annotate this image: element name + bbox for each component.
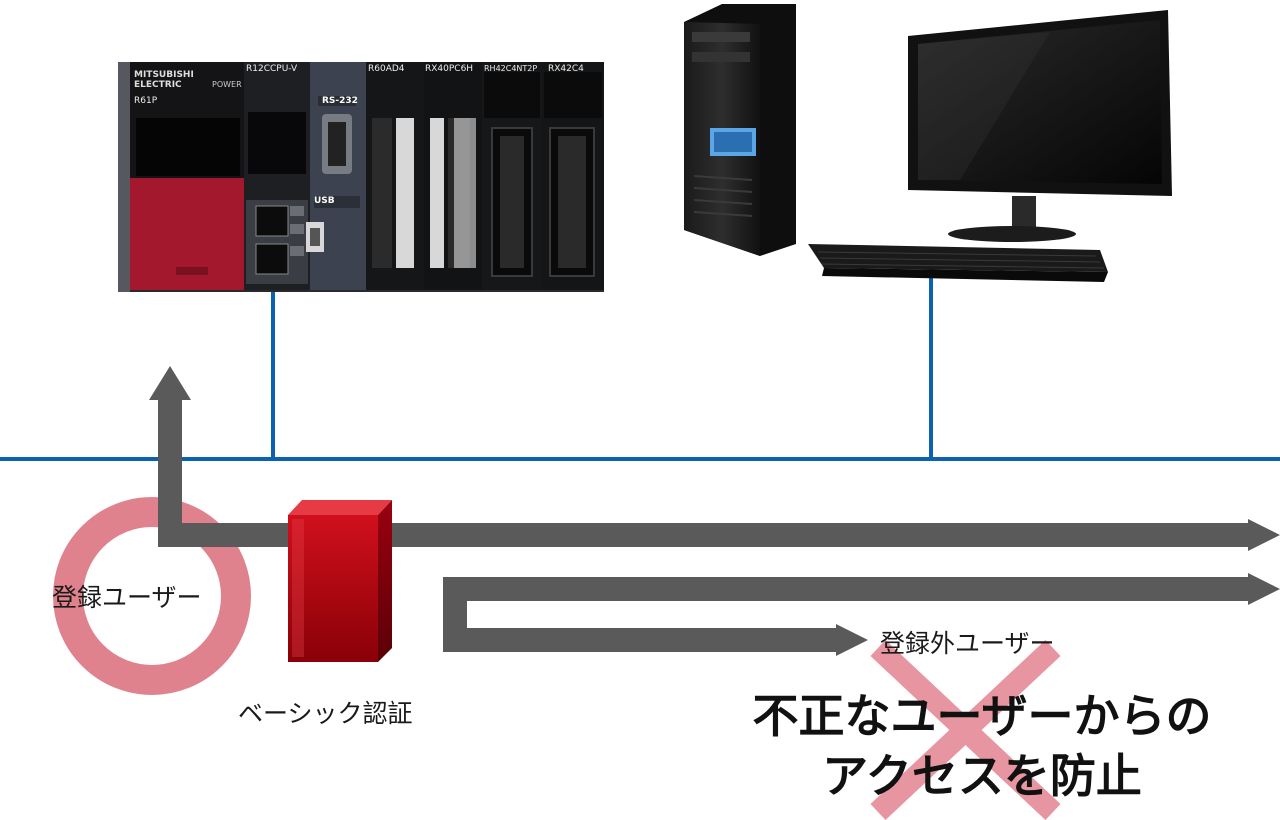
registered-user-label: 登録ユーザー: [52, 583, 202, 612]
arrow-second-shaft: [443, 577, 1250, 601]
input-module-label: RX40PC6H: [425, 64, 474, 74]
keyboard-icon: [808, 244, 1108, 282]
arrow-second-head: [1248, 573, 1280, 605]
flow-arrows: [149, 366, 1280, 656]
power-led-label: POWER: [212, 80, 242, 89]
io-module-label: RH42C4NT2P: [484, 64, 538, 73]
auth-box-icon: [288, 500, 392, 662]
analog-module-label: R60AD4: [368, 64, 405, 74]
unregistered-user-label: 登録外ユーザー: [880, 629, 1055, 658]
headline-line-1: 不正なユーザーからの: [752, 689, 1212, 743]
headline: 不正なユーザーからの アクセスを防止: [704, 686, 1260, 806]
basic-auth-label: ベーシック認証: [238, 699, 413, 728]
headline-line-2: アクセスを防止: [822, 749, 1142, 803]
usb-label: USB: [314, 196, 335, 206]
arrow-u-head: [836, 624, 868, 656]
monitor-icon: [908, 10, 1172, 242]
ethernet-port-1: [255, 205, 289, 237]
power-module-label: R61P: [134, 96, 158, 106]
arrow-up-shaft: [158, 398, 182, 546]
cpu-model-label: R12CCPU-V: [246, 64, 298, 74]
arrow-up-head: [149, 366, 191, 400]
deny-cross-icon: [870, 639, 1061, 820]
arrow-top-head: [1248, 519, 1280, 551]
plc-brand-label: MITSUBISHI ELECTRIC: [134, 70, 194, 90]
pc-tower-icon: [684, 4, 796, 256]
input-module-2-label: RX42C4: [548, 64, 584, 74]
arrow-u-bottom: [443, 628, 838, 652]
ethernet-port-2: [255, 243, 289, 275]
rs232-label: RS-232: [322, 96, 358, 106]
plc-unit-icon: [118, 62, 604, 292]
ok-circle-icon: [53, 497, 251, 695]
network-lines: [0, 258, 1280, 461]
